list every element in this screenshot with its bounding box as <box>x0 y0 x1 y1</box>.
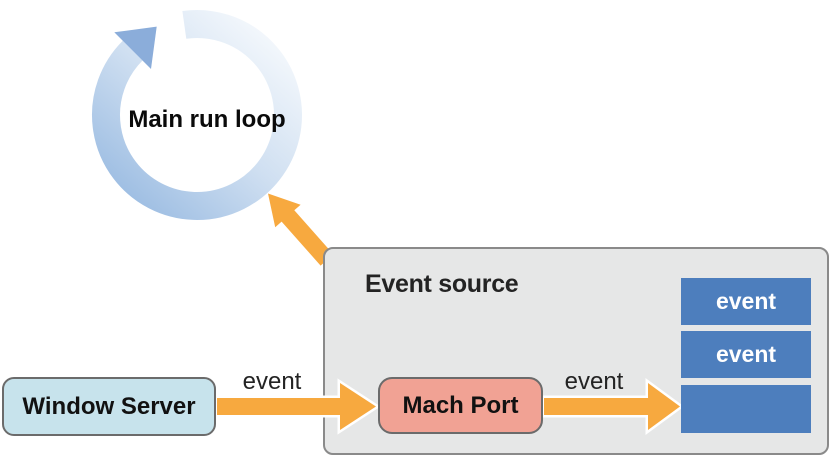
window-server-event-edge-label: event <box>242 368 302 395</box>
event-source-label: Event source <box>365 270 519 298</box>
mach-port-node: Mach Port <box>378 377 543 434</box>
main-run-loop-label: Main run loop <box>128 106 286 133</box>
mach-port-event-edge-label: event <box>564 368 624 395</box>
run-loop-arrowhead-icon <box>114 26 157 70</box>
event-queue-item <box>681 385 811 433</box>
event-queue-item: event <box>681 278 811 325</box>
event-queue-item: event <box>681 331 811 378</box>
window-server-node: Window Server <box>2 377 216 436</box>
